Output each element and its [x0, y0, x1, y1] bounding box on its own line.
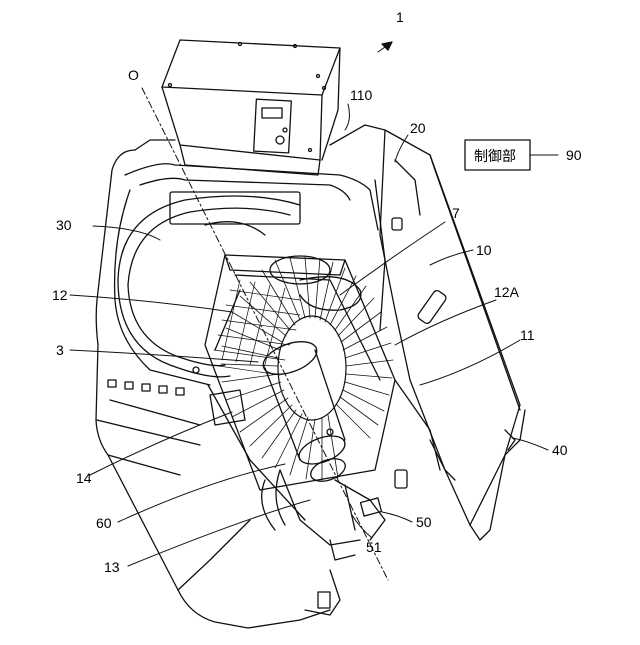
ref-13-label: 13 [104, 559, 120, 575]
leader-7 [340, 222, 445, 295]
leader-51 [352, 515, 372, 538]
ref-20-label: 20 [410, 120, 426, 136]
leader-lines [70, 42, 558, 566]
rear-control-box [162, 40, 340, 175]
leader-30 [93, 226, 160, 240]
leader-110 [345, 104, 349, 130]
leader-50 [382, 512, 412, 522]
ref-12A-label: 12A [494, 284, 520, 300]
ref-40-label: 40 [552, 442, 568, 458]
ref-60-label: 60 [96, 515, 112, 531]
drum-assembly [205, 255, 440, 520]
ref-7-label: 7 [452, 205, 460, 221]
ref-90-label: 90 [566, 147, 582, 163]
leader-12A [395, 300, 496, 345]
ref-30-label: 30 [56, 217, 72, 233]
controller-box-text: 制御部 [474, 148, 516, 164]
door-panel [380, 130, 525, 540]
ref-12-label: 12 [52, 287, 68, 303]
ref-14-label: 14 [76, 470, 92, 486]
ref-50-label: 50 [416, 514, 432, 530]
ref-51-label: 51 [366, 539, 382, 555]
ref-1-label: 1 [396, 9, 404, 25]
ref-O-label: O [128, 67, 139, 83]
ref-10-label: 10 [476, 242, 492, 258]
leader-14 [90, 412, 232, 475]
ref-11-label: 11 [520, 327, 535, 343]
cabinet-body [96, 125, 385, 628]
ref-3-label: 3 [56, 342, 64, 358]
ref-1-arrow [382, 42, 392, 50]
drive-shaft [259, 335, 349, 485]
leader-40 [512, 438, 548, 450]
leader-12 [70, 295, 232, 312]
leader-60 [118, 464, 285, 522]
fin-wheel [221, 257, 393, 480]
basket-grid [212, 280, 300, 375]
ref-110-label: 110 [350, 87, 373, 103]
lower-mechanism [210, 390, 455, 615]
leader-13 [128, 500, 310, 566]
